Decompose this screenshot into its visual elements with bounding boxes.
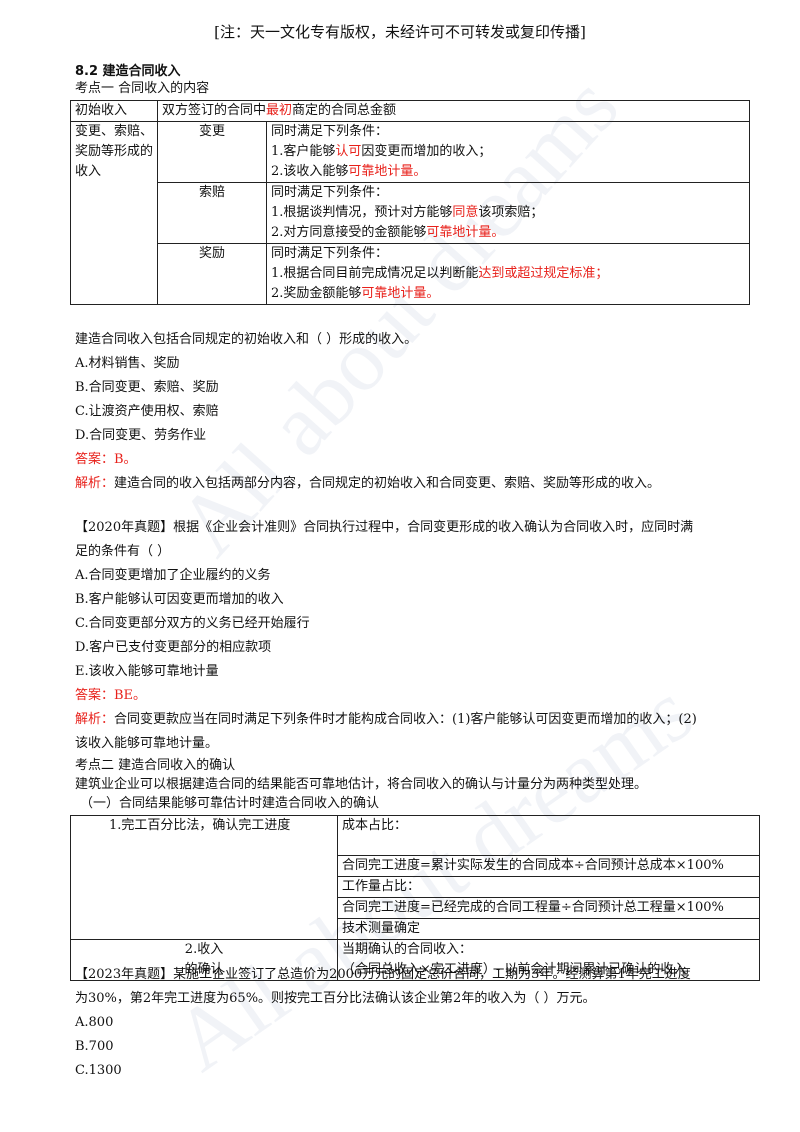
contract-revenue-table: 初始收入 双方签订的合同中最初商定的合同总金额 变更、索赔、奖励等形成的收入 变… <box>70 100 750 305</box>
q1-stem: 建造合同收入包括合同规定的初始收入和（ ）形成的收入。 <box>75 332 418 347</box>
q2-option-d: D.客户已支付变更部分的相应款项 <box>75 640 272 655</box>
reward-label: 奖励 <box>157 243 267 305</box>
q1-answer: 答案：B。 <box>75 452 137 467</box>
recognition-formula: 当期确认的合同收入： （合同总收入×完工进度）- 以前会计期间累计已确认的收入 <box>337 939 760 981</box>
q3-option-b: B.700 <box>75 1039 114 1054</box>
recognition-label: 2.收入 的确认 <box>70 939 338 981</box>
point2-intro: 建筑业企业可以根据建造合同的结果能否可靠地估计，将合同收入的确认与计量分为两种类… <box>75 777 648 792</box>
point2-title: 考点二 建造合同收入的确认 <box>75 758 236 773</box>
cost-cell: 成本占比： <box>337 815 760 856</box>
copyright-header: [注：天一文化专有版权，未经许可不可转发或复印传播] <box>214 23 586 41</box>
change-label: 变更 <box>157 121 267 183</box>
method-cell: 1.完工百分比法，确认完工进度 <box>70 815 338 940</box>
initial-revenue-desc: 双方签订的合同中最初商定的合同总金额 <box>157 100 750 122</box>
other-revenue-label: 变更、索赔、奖励等形成的收入 <box>70 121 158 305</box>
reward-conditions: 同时满足下列条件： 1.根据合同目前完成情况足以判断能达到或超过规定标准； 2.… <box>266 243 750 305</box>
claim-conditions: 同时满足下列条件： 1.根据谈判情况，预计对方能够同意该项索赔； 2.对方同意接… <box>266 182 750 244</box>
initial-revenue-label: 初始收入 <box>70 100 158 122</box>
q3-option-c: C.1300 <box>75 1063 122 1078</box>
q1-option-b: B.合同变更、索赔、奖励 <box>75 380 219 395</box>
work-formula: 合同完工进度=已经完成的合同工程量÷合同预计总工程量×100% <box>337 897 760 919</box>
section-title: 8.2 建造合同收入 <box>75 64 181 79</box>
claim-label: 索赔 <box>157 182 267 244</box>
q1-analysis: 解析：建造合同的收入包括两部分内容，合同规定的初始收入和合同变更、索赔、奖励等形… <box>75 476 661 491</box>
q2-option-e: E.该收入能够可靠地计量 <box>75 664 219 679</box>
q2-stem-line1: 【2020年真题】根据《企业会计准则》合同执行过程中，合同变更形成的收入确认为合… <box>75 520 694 535</box>
q2-analysis-line2: 该收入能够可靠地计量。 <box>75 736 219 751</box>
q1-option-c: C.让渡资产使用权、索赔 <box>75 404 219 419</box>
q1-option-d: D.合同变更、劳务作业 <box>75 428 207 443</box>
q3-stem-line2: 为30%，第2年完工进度为65%。则按完工百分比法确认该企业第2年的收入为（ ）… <box>75 991 596 1006</box>
q2-option-c: C.合同变更部分双方的义务已经开始履行 <box>75 616 310 631</box>
q2-analysis-line1: 解析：合同变更款应当在同时满足下列条件时才能构成合同收入：(1)客户能够认可因变… <box>75 712 697 727</box>
change-conditions: 同时满足下列条件： 1.客户能够认可因变更而增加的收入； 2.该收入能够可靠地计… <box>266 121 750 183</box>
point1-title: 考点一 合同收入的内容 <box>75 81 210 96</box>
q2-option-b: B.客户能够认可因变更而增加的收入 <box>75 592 284 607</box>
q2-option-a: A.合同变更增加了企业履约的义务 <box>75 568 271 583</box>
completion-method-table: 1.完工百分比法，确认完工进度 成本占比： 合同完工进度=累计实际发生的合同成本… <box>70 815 760 981</box>
work-label: 工作量占比： <box>337 876 760 898</box>
q2-stem-line2: 足的条件有（ ） <box>75 544 171 559</box>
q3-stem-line1: 【2023年真题】某施工企业签订了总造价为2000万元的固定总价合同，工期为3年… <box>75 967 691 982</box>
point2-sub1: （一）合同结果能够可靠估计时建造合同收入的确认 <box>80 796 380 811</box>
cost-formula: 合同完工进度=累计实际发生的合同成本÷合同预计总成本×100% <box>337 855 760 877</box>
tech-measure: 技术测量确定 <box>337 918 760 940</box>
q1-option-a: A.材料销售、奖励 <box>75 356 180 371</box>
q2-answer: 答案：BE。 <box>75 688 147 703</box>
q3-option-a: A.800 <box>75 1015 114 1030</box>
